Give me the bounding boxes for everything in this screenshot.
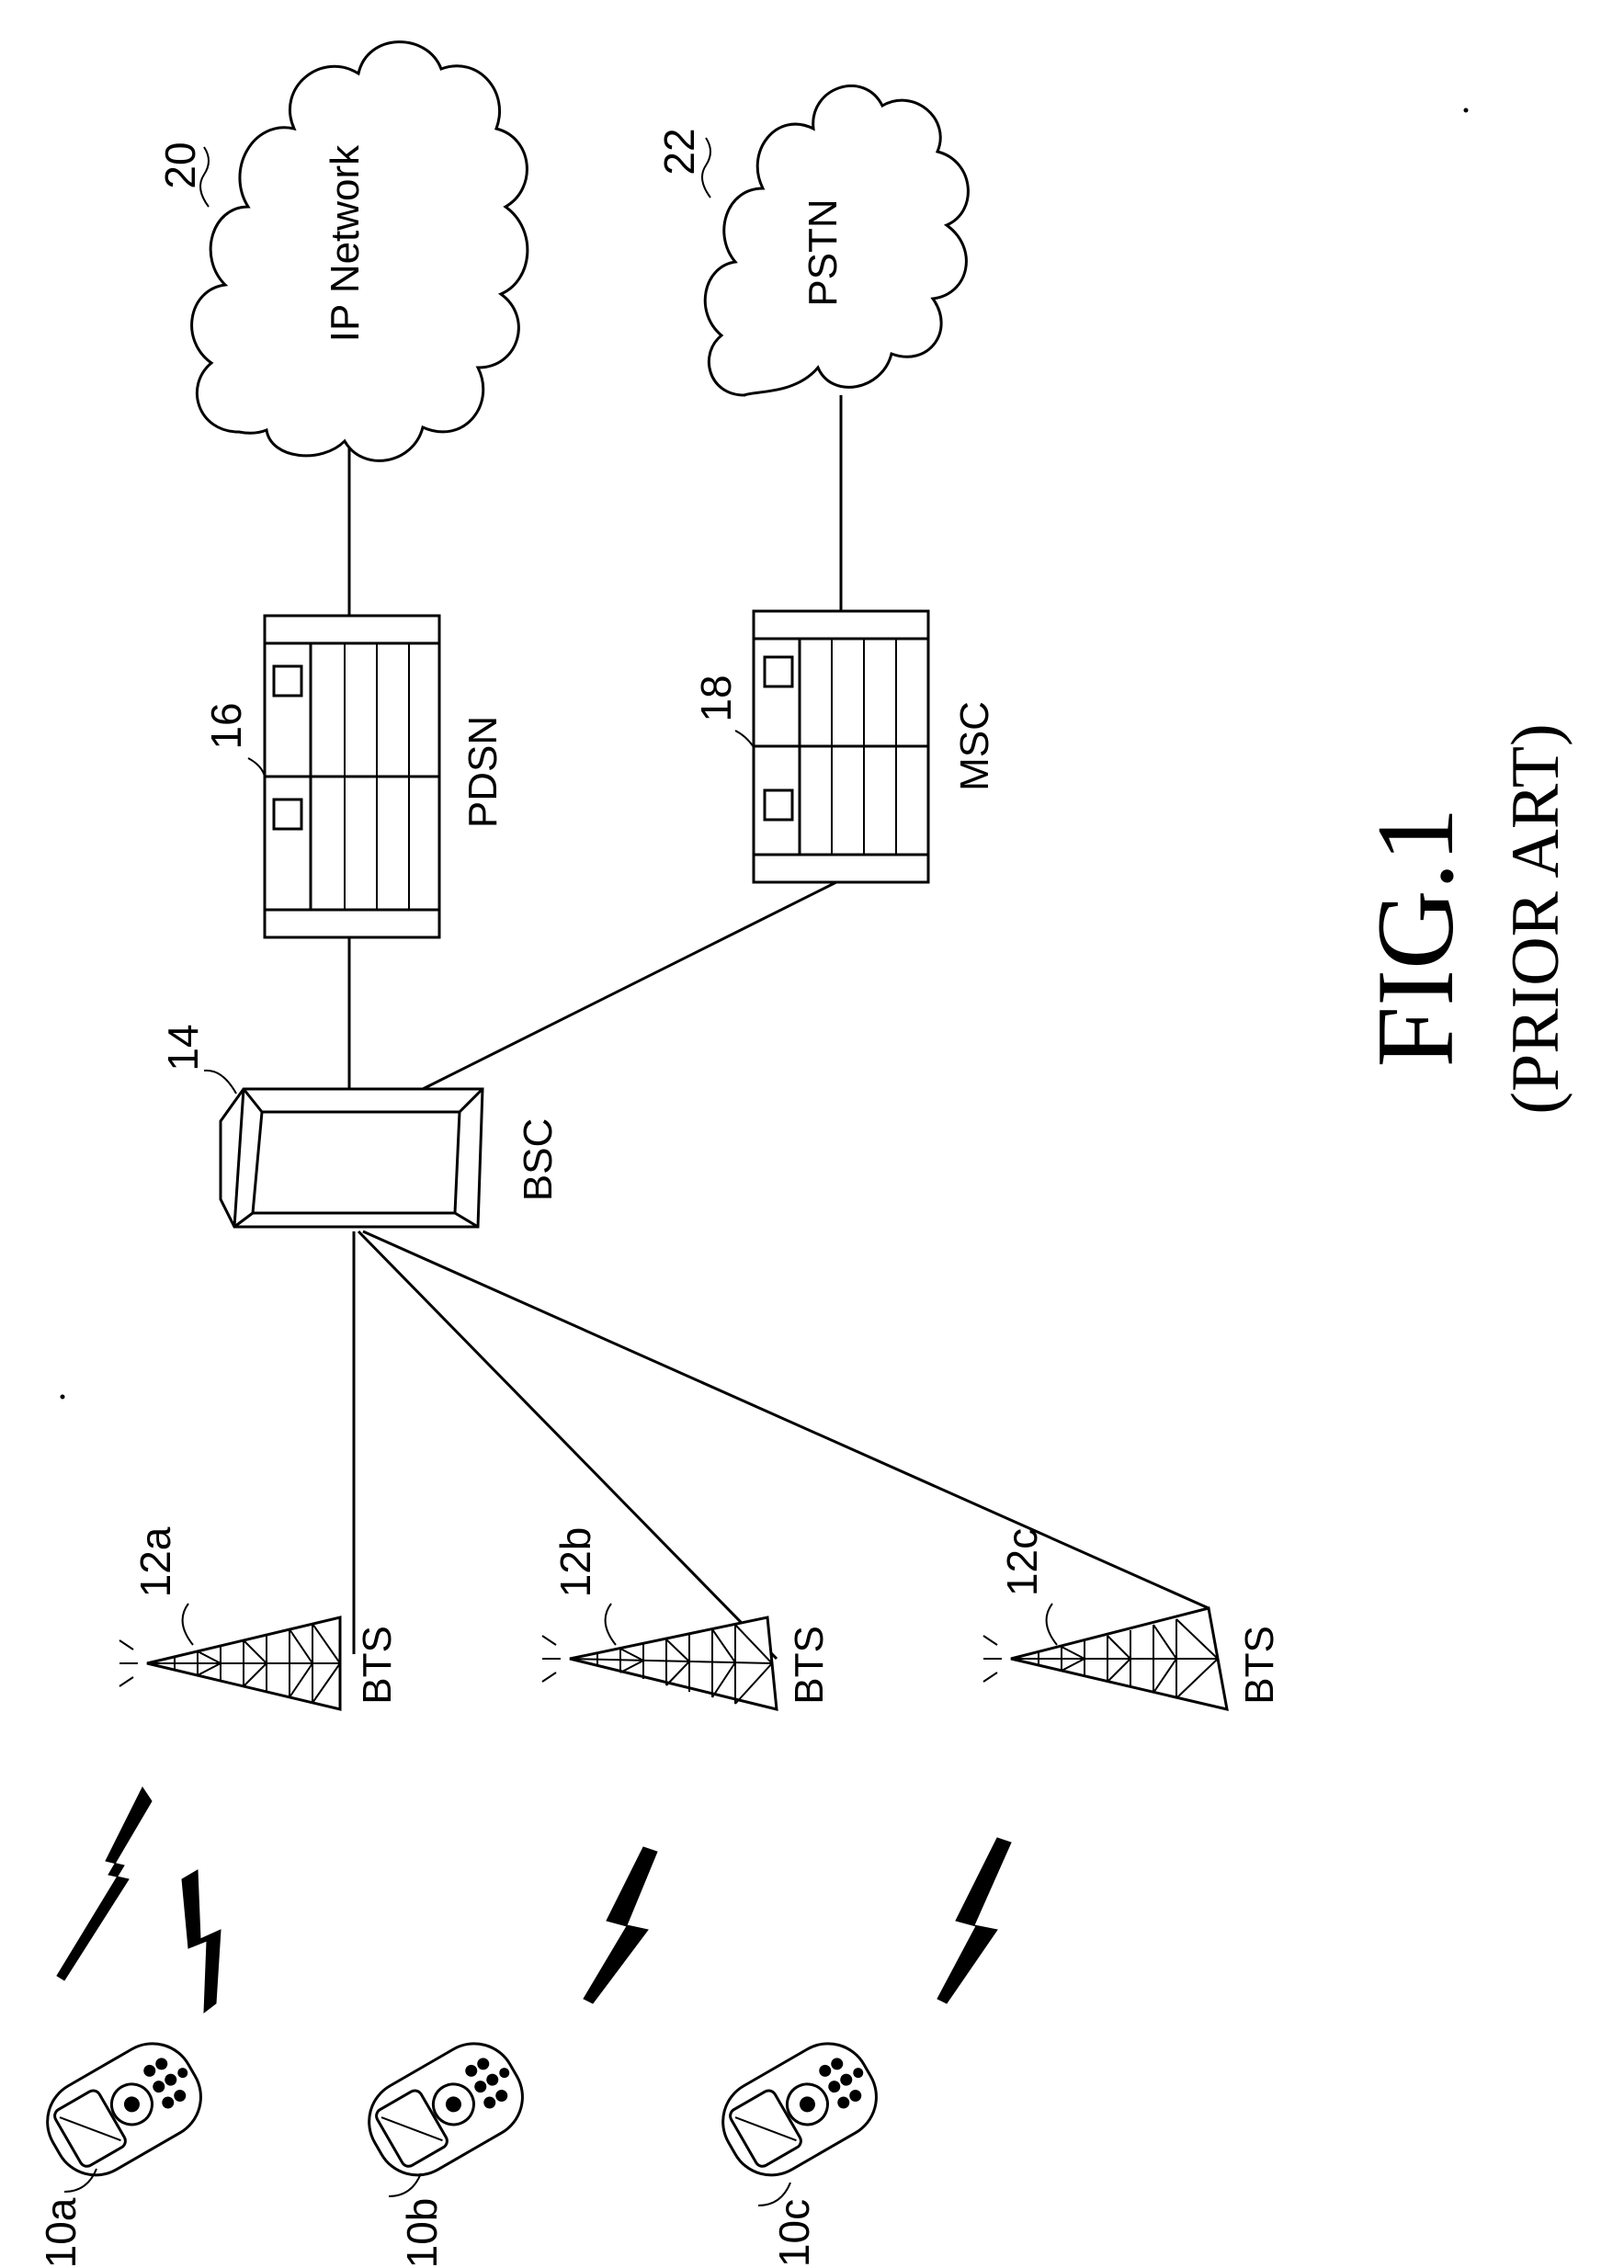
bts-b-ref: 12b [551,1527,599,1598]
pdsn-ref: 16 [202,702,250,749]
bts-a-ref: 12a [131,1526,179,1597]
ip-network-ref: 20 [156,142,204,188]
phone-c-ref: 10c [770,2199,818,2267]
phone-a-ref: 10a [37,2197,85,2268]
radio-link-a2-icon [182,1870,221,2013]
radio-link-c-icon [937,1838,1011,2003]
bts-c-ref: 12c [998,1528,1046,1596]
scan-speck [61,1395,64,1399]
mobile-phone-c-icon [708,2028,891,2190]
connections [349,395,1209,1659]
bts-b-ref-leader [606,1604,616,1645]
bts-tower-b [542,1617,777,1709]
bsc-unit [221,1089,483,1227]
ip-network-label: IP Network [323,144,368,342]
figure-subcaption: (PRIOR ART) [1498,723,1573,1114]
bts-a-ref-leader [183,1604,193,1645]
bts-tower-a [119,1617,340,1709]
bts-c-label: BTS [1237,1626,1282,1705]
pdsn-label: PDSN [460,716,505,828]
mobile-phone-b-icon [354,2028,538,2190]
pstn-ref: 22 [655,128,703,175]
bsc-ref-leader [204,1071,236,1094]
link-bsc-bts-c [363,1231,1209,1608]
pstn-label: PSTN [801,198,846,306]
pdsn-ref-leader [248,758,265,777]
pdsn-rack [265,616,439,937]
msc-label: MSC [952,701,997,791]
bts-b-label: BTS [787,1626,832,1705]
bsc-label: BSC [516,1118,561,1201]
scan-speck [1464,108,1468,112]
phone-b-ref-leader [389,2173,421,2196]
msc-rack [754,611,928,882]
bts-a-label: BTS [355,1626,400,1705]
figure-caption: FIG.1 [1354,807,1476,1067]
pstn-ref-leader [702,138,710,198]
mobile-phone-a-icon [32,2028,216,2190]
link-bsc-msc [414,878,846,1094]
bts-c-ref-leader [1047,1604,1057,1645]
msc-ref-leader [735,731,754,747]
bts-tower-c [983,1608,1227,1709]
phone-b-ref: 10b [398,2198,446,2268]
radio-link-a1-icon [57,1787,152,1980]
radio-link-b-icon [584,1847,657,2003]
msc-ref: 18 [692,675,740,721]
bsc-ref: 14 [159,1024,207,1071]
